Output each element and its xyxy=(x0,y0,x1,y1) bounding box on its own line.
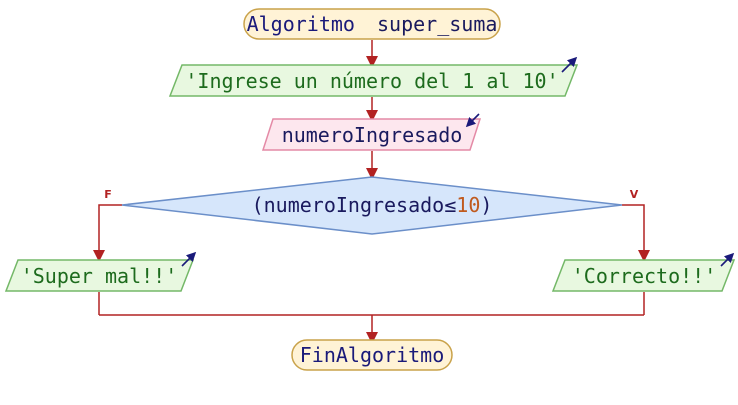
false-output-text: 'Super mal!!' xyxy=(21,264,178,288)
arrow-false-branch xyxy=(93,204,122,262)
end-keyword: FinAlgoritmo xyxy=(300,343,445,367)
input-block: numeroIngresado xyxy=(261,113,482,151)
false-output-arrow-icon xyxy=(181,251,197,267)
decision-variable: numeroIngresado xyxy=(264,193,445,217)
false-branch-label: F xyxy=(104,188,112,201)
input-var-text: numeroIngresado xyxy=(282,123,463,147)
true-output-block: 'Correcto!!' xyxy=(551,252,736,292)
true-output-text: 'Correcto!!' xyxy=(572,264,717,288)
start-terminal: Algoritmo super_suma xyxy=(243,8,501,40)
true-branch-label: V xyxy=(630,188,639,201)
input-arrow-icon xyxy=(465,113,480,128)
true-output-arrow-icon xyxy=(720,252,735,267)
start-keyword: Algoritmo xyxy=(247,12,355,36)
svg-text:(numeroIngresado≤10): (numeroIngresado≤10) xyxy=(252,193,493,217)
decision-block: (numeroIngresado≤10) xyxy=(121,176,623,235)
output-prompt-text: 'Ingrese un número del 1 al 10' xyxy=(185,69,558,93)
decision-close-paren: ) xyxy=(480,193,492,217)
end-terminal: FinAlgoritmo xyxy=(291,339,453,371)
decision-operator: ≤ xyxy=(444,193,456,217)
output-prompt-block: 'Ingrese un número del 1 al 10' xyxy=(168,56,579,97)
false-output-block: 'Super mal!!' xyxy=(4,251,197,292)
start-name: super_suma xyxy=(377,12,497,36)
output-arrow-icon xyxy=(561,56,578,73)
connectors xyxy=(93,40,650,344)
decision-open-paren: ( xyxy=(252,193,264,217)
arrow-true-branch xyxy=(622,204,650,262)
svg-text:Algoritmo super_suma: Algoritmo super_suma xyxy=(247,12,498,36)
decision-number: 10 xyxy=(456,193,480,217)
